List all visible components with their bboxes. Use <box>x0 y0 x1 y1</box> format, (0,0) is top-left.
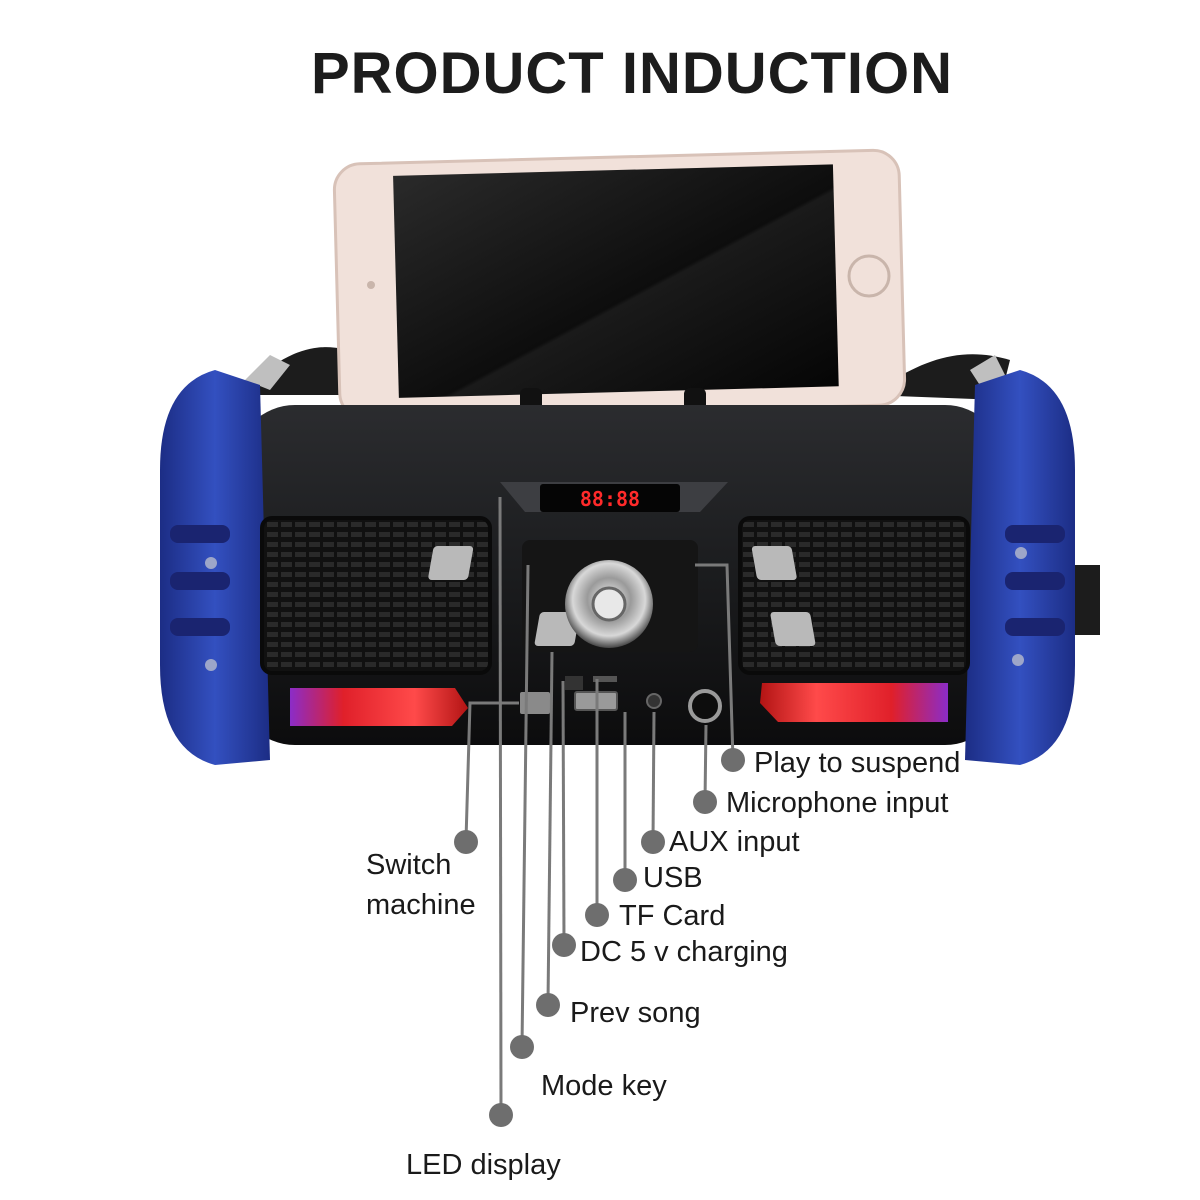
callout-mode-key: Mode key <box>541 1070 667 1102</box>
callout-dot <box>536 993 560 1017</box>
leader-prev-song <box>546 651 554 1004</box>
strap-hook <box>970 355 1005 390</box>
page-title: PRODUCT INDUCTION <box>310 41 954 106</box>
left-end-cap <box>160 370 270 765</box>
tf-card-slot <box>593 676 617 682</box>
callout-dc-charging: DC 5 v charging <box>580 936 788 968</box>
aux-port <box>646 693 662 709</box>
phone <box>332 148 907 421</box>
right-light-bar <box>760 683 948 722</box>
callout-dot <box>641 830 665 854</box>
leader-led-display <box>498 496 503 1116</box>
leader-mode-key <box>520 564 530 1048</box>
volume-knob-center <box>591 586 627 622</box>
callout-switch-machine-line2: machine <box>366 889 476 921</box>
callout-dot <box>721 748 745 772</box>
led-display <box>540 484 680 512</box>
callout-prev-song: Prev song <box>570 997 701 1029</box>
led-display-digits: 88:88 <box>580 487 640 511</box>
callout-dot <box>693 790 717 814</box>
callout-usb: USB <box>643 862 703 894</box>
dc-port <box>565 676 583 690</box>
callout-aux-input: AUX input <box>669 826 800 858</box>
play-button <box>770 612 816 646</box>
left-light-bar <box>290 688 468 726</box>
callout-tf-card: TF Card <box>619 900 726 932</box>
strap-hook <box>245 355 290 390</box>
leader-dc-charging <box>561 680 566 946</box>
right-end-cap <box>965 370 1075 765</box>
microphone-port <box>688 689 722 723</box>
callout-microphone-input: Microphone input <box>726 787 949 819</box>
leader-switch-machine <box>464 701 519 841</box>
callout-dot <box>510 1035 534 1059</box>
right-grille <box>738 516 970 675</box>
callout-switch-machine-line1: Switch <box>366 849 452 881</box>
callout-dot <box>489 1103 513 1127</box>
callout-dot <box>454 830 478 854</box>
callout-switch-machine: Switch machine <box>366 845 476 925</box>
left-grille <box>260 516 492 675</box>
leader-microphone-input <box>703 724 708 803</box>
mode-key-button <box>428 546 474 580</box>
callout-led-display: LED display <box>406 1149 561 1181</box>
switch-machine-port <box>520 692 550 714</box>
callout-dot <box>585 903 609 927</box>
callout-dot <box>613 868 637 892</box>
callout-dot <box>552 933 576 957</box>
next-button <box>751 546 797 580</box>
leader-play-to-suspend <box>695 563 735 761</box>
callout-play-to-suspend: Play to suspend <box>754 747 961 779</box>
leader-aux-input <box>651 711 656 843</box>
